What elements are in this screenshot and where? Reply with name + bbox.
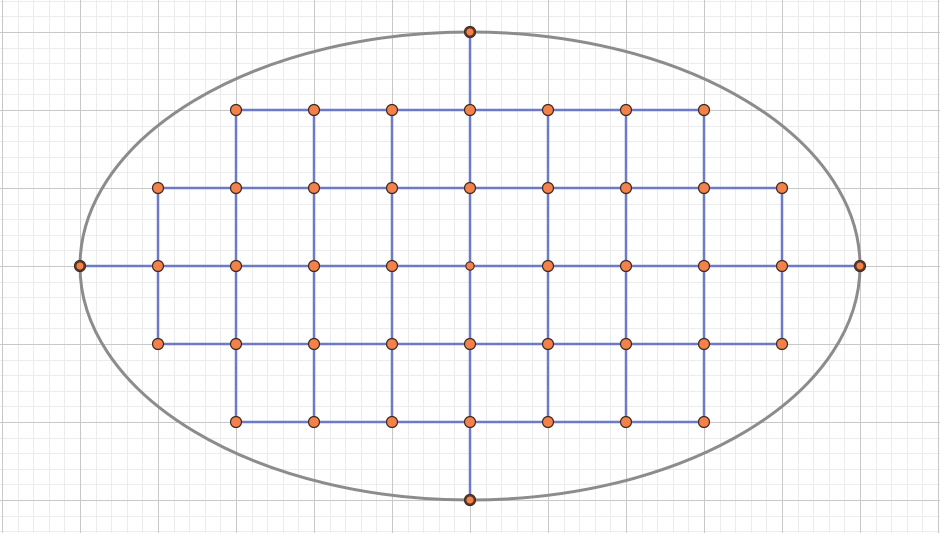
point[interactable] [463,337,477,351]
point[interactable] [229,103,243,117]
point[interactable] [775,181,789,195]
point[interactable] [151,337,165,351]
point[interactable] [541,415,555,429]
point[interactable] [541,103,555,117]
point[interactable] [541,337,555,351]
point[interactable] [697,103,711,117]
point[interactable] [385,259,399,273]
point[interactable] [307,337,321,351]
point[interactable] [307,259,321,273]
point-small[interactable] [465,495,475,505]
point[interactable] [697,181,711,195]
point[interactable] [151,181,165,195]
point-small[interactable] [465,261,475,271]
point[interactable] [385,181,399,195]
point[interactable] [619,415,633,429]
point-small[interactable] [855,261,865,271]
point[interactable] [463,181,477,195]
point[interactable] [229,181,243,195]
point[interactable] [307,415,321,429]
point[interactable] [385,415,399,429]
point[interactable] [697,415,711,429]
point[interactable] [229,259,243,273]
point[interactable] [229,337,243,351]
point[interactable] [775,337,789,351]
point[interactable] [229,415,243,429]
point[interactable] [385,103,399,117]
point[interactable] [307,103,321,117]
point[interactable] [541,181,555,195]
point[interactable] [775,259,789,273]
point[interactable] [697,259,711,273]
point[interactable] [541,259,555,273]
point[interactable] [463,415,477,429]
point[interactable] [619,103,633,117]
point[interactable] [463,103,477,117]
point[interactable] [307,181,321,195]
point[interactable] [697,337,711,351]
grid-points [73,25,867,507]
point[interactable] [151,259,165,273]
point-small[interactable] [465,27,475,37]
point[interactable] [619,337,633,351]
point-small[interactable] [75,261,85,271]
point[interactable] [619,181,633,195]
point[interactable] [619,259,633,273]
point[interactable] [385,337,399,351]
